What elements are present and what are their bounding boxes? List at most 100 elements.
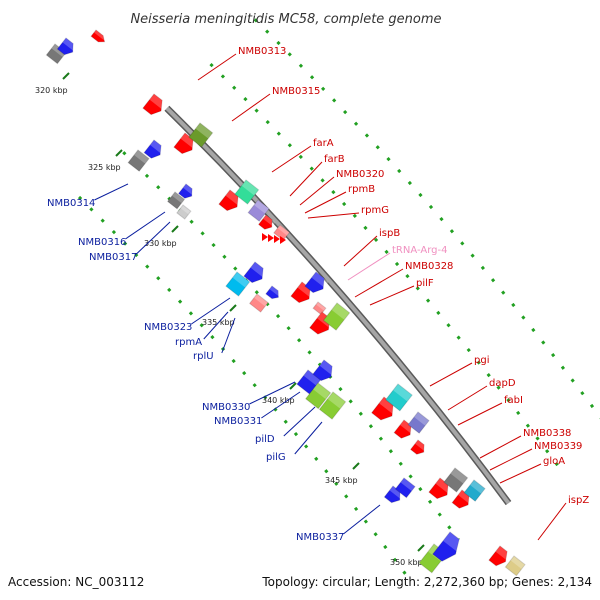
tick-label: 340 kbp (262, 396, 295, 405)
mini-gene (274, 235, 280, 243)
leader-line (447, 385, 488, 411)
accession-text: Accession: NC_003112 (8, 575, 144, 589)
leader-line (136, 221, 171, 255)
leader-line (429, 362, 473, 387)
gene-block (304, 382, 332, 410)
leader-line (283, 406, 316, 437)
gene-label-reverse: NMB0316 (78, 237, 126, 248)
gene-block (384, 383, 413, 412)
gene-label-reverse: NMB0337 (296, 532, 344, 543)
gene-label-forward: farA (313, 138, 334, 149)
label-leader-lines (94, 53, 567, 541)
tick-mark (115, 149, 123, 157)
gene-block (394, 477, 416, 499)
gene-block (243, 261, 268, 284)
gene-block (273, 224, 291, 241)
tick-mark (62, 72, 70, 80)
leader-line (307, 212, 360, 219)
gene-label-reverse: rplU (193, 351, 214, 362)
gene-block (322, 302, 351, 331)
gene-label-forward: rpmB (348, 184, 375, 195)
mini-gene (268, 234, 274, 242)
gene-block (188, 122, 214, 148)
gene-label-forward: ispB (379, 228, 400, 239)
gene-block (409, 439, 428, 455)
tick-label: 325 kbp (88, 163, 121, 172)
gene-label-forward: NMB0313 (238, 46, 286, 57)
tick-mark (171, 225, 179, 233)
leader-line (489, 448, 533, 471)
gene-block (304, 271, 329, 294)
gene-label-forward: NMB0320 (336, 169, 384, 180)
gene-block (257, 214, 276, 230)
gene-block (443, 467, 469, 493)
tick-label: 330 kbp (144, 239, 177, 248)
leader-line (203, 311, 229, 340)
gene-label-reverse: NMB0330 (202, 402, 250, 413)
guide-rings (77, 18, 600, 579)
leader-line (537, 502, 567, 541)
gene-label-forward: tRNA-Arg-4 (392, 245, 447, 256)
mini-gene (262, 233, 268, 241)
leader-line (249, 381, 296, 405)
gene-label-reverse: NMB0323 (144, 322, 192, 333)
leader-line (369, 285, 415, 306)
gene-labels: NMB0313NMB0315farAfarBNMB0320rpmBrpmGisp… (47, 46, 589, 543)
leader-line (197, 53, 237, 81)
leader-line (261, 391, 301, 419)
gene-label-forward: NMB0339 (534, 441, 582, 452)
gene-label-reverse: NMB0317 (89, 252, 137, 263)
gene-block (318, 391, 347, 420)
gene-label-forward: NMB0338 (523, 428, 571, 439)
gene-label-forward: rpmG (361, 205, 389, 216)
gene-block (504, 555, 526, 577)
gene-block (142, 93, 167, 116)
gene-block (312, 359, 337, 382)
gene-block (177, 183, 196, 199)
leader-line (479, 435, 522, 459)
tick-label: 320 kbp (35, 86, 68, 95)
leader-line (304, 191, 347, 214)
gene-block (463, 479, 486, 502)
tick-label: 350 kbp (390, 558, 423, 567)
leader-line (191, 297, 231, 325)
gene-block (265, 285, 282, 300)
gene-label-forward: fabI (504, 395, 523, 406)
gene-block (234, 179, 260, 205)
leader-line (354, 268, 404, 298)
gene-block (247, 199, 270, 222)
leader-line (125, 211, 166, 240)
gene-block (166, 191, 186, 210)
gene-block (143, 139, 166, 159)
gene-label-forward: gloA (543, 456, 565, 467)
gene-label-forward: NMB0328 (405, 261, 453, 272)
leader-line (347, 252, 391, 281)
gene-block (176, 204, 192, 220)
gene-label-forward: dapD (489, 378, 516, 389)
map-title: Neisseria meningitidis MC58, complete ge… (130, 12, 441, 27)
leader-line (221, 317, 236, 354)
gene-block (127, 149, 150, 172)
gene-label-forward: NMB0315 (272, 86, 320, 97)
outer-ring-2 (253, 18, 600, 420)
gene-block (432, 531, 465, 562)
leader-line (299, 176, 335, 206)
tick-mark (289, 382, 297, 390)
gene-label-reverse: pilG (266, 452, 286, 463)
gene-block (407, 411, 430, 434)
gene-label-reverse: rpmA (175, 337, 202, 348)
gene-label-forward: ispZ (568, 495, 589, 506)
gene-label-forward: pgi (474, 355, 489, 366)
gene-features (45, 29, 526, 577)
leader-line (231, 93, 271, 122)
gene-block (248, 293, 269, 313)
leader-line (94, 183, 129, 201)
leader-line (343, 235, 378, 267)
gene-label-reverse: pilD (255, 434, 275, 445)
leader-line (271, 145, 312, 173)
leader-line (343, 504, 381, 535)
gene-block (312, 301, 327, 316)
gene-label-reverse: NMB0331 (214, 416, 262, 427)
gene-block (90, 29, 108, 43)
